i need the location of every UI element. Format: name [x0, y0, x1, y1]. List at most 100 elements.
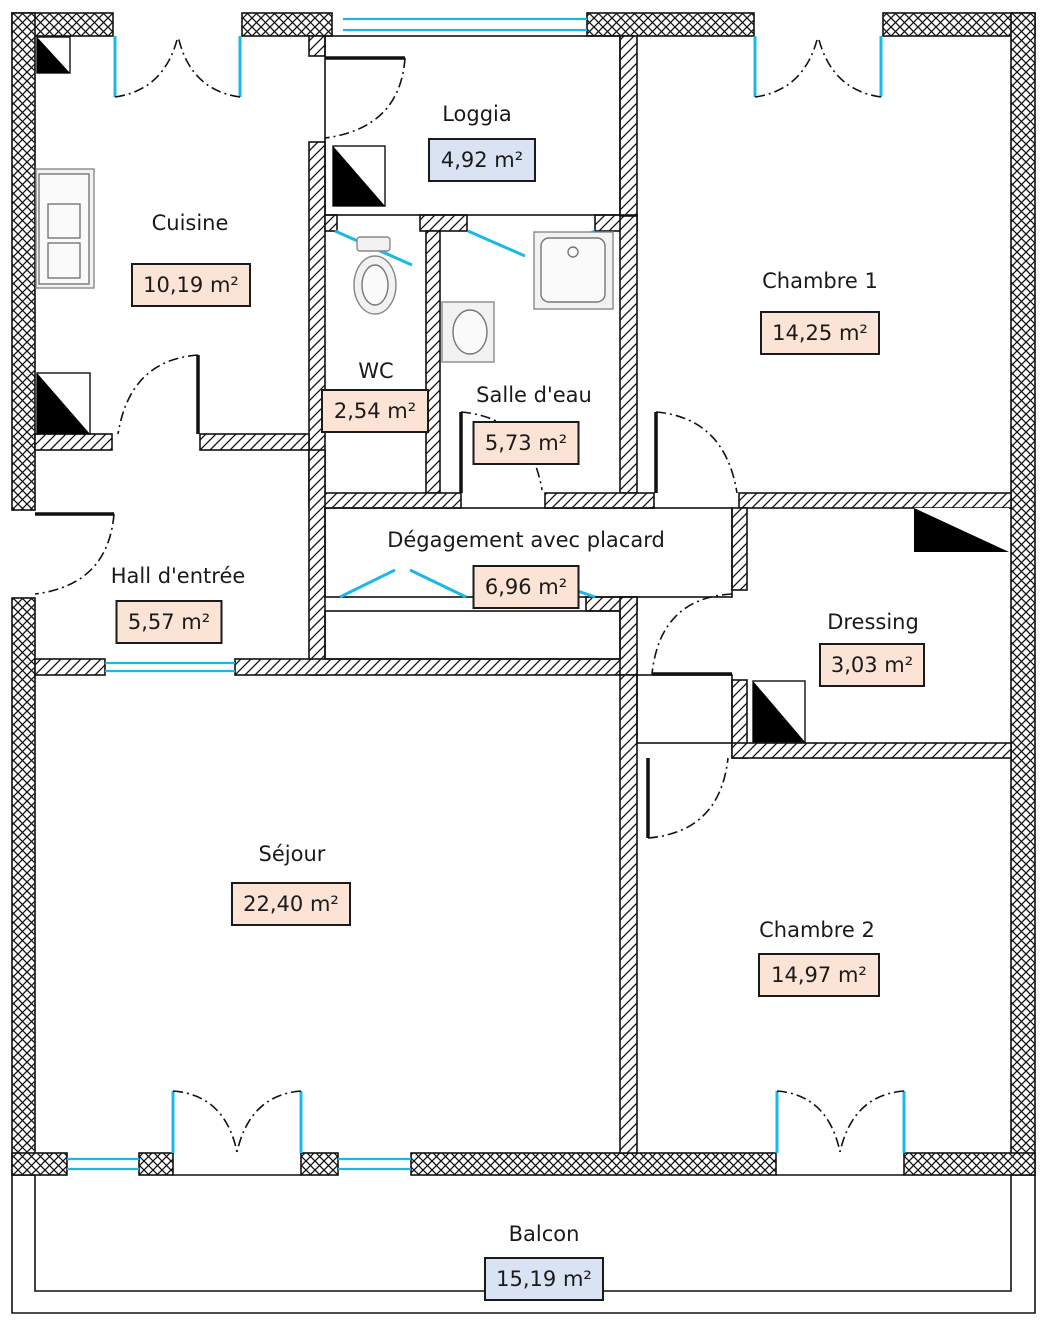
area-badge — [758, 953, 880, 997]
area-value: 6,96 m² — [485, 575, 567, 599]
duct-icon — [37, 373, 90, 434]
area-badge — [321, 389, 429, 433]
wall-int — [34, 658, 106, 676]
wall-ext-bottom-3 — [300, 1152, 339, 1176]
wall-int — [308, 449, 326, 676]
door-swing-arc — [324, 57, 406, 139]
room-name: Chambre 2 — [759, 918, 875, 942]
area-badge — [428, 138, 536, 182]
wall-int — [199, 433, 310, 451]
wall-ext-bottom-5 — [903, 1152, 1036, 1176]
area-badge — [115, 600, 223, 644]
room-chambre1: Chambre 114,25 m² — [760, 269, 880, 355]
room-chambre2: Chambre 2 14,97 m² — [758, 918, 880, 997]
area-value: 3,03 m² — [831, 653, 913, 677]
washbasin-bowl — [452, 309, 488, 355]
duct-icon — [37, 37, 70, 73]
duct-icon — [333, 146, 385, 206]
area-value: 2,54 m² — [334, 399, 416, 423]
wall-int — [731, 507, 748, 591]
room-sejour: Séjour 22,40 m² — [231, 842, 351, 926]
placard-outline — [324, 610, 621, 660]
fixtures — [35, 168, 614, 363]
wall-int — [34, 433, 113, 451]
windows — [67, 17, 587, 1171]
room-salle-deau: Salle d'eau 5,73 m² — [472, 383, 592, 465]
door-shower — [467, 229, 526, 258]
room-wc: WC 2,54 m² — [321, 359, 429, 433]
room-degagement: Dégagement avec placard 6,96 m² — [387, 528, 665, 609]
wall-int — [308, 35, 326, 57]
area-badge — [472, 565, 580, 609]
wall-int — [324, 214, 338, 232]
room-name: Dressing — [827, 610, 919, 634]
room-name: Séjour — [259, 842, 326, 866]
doors — [34, 56, 738, 839]
wall-int — [619, 674, 638, 1154]
area-value: 15,19 m² — [496, 1267, 592, 1291]
wall-int — [738, 492, 1012, 509]
room-cuisine: Cuisine 10,19 m² — [131, 211, 251, 307]
door-swing-arc — [817, 35, 882, 98]
room-name: Salle d'eau — [476, 383, 592, 407]
wall-ext-bottom-4 — [410, 1152, 777, 1176]
wall-int — [619, 215, 638, 494]
wall-int — [619, 35, 638, 217]
area-badge — [819, 643, 925, 687]
door-swing-arc — [114, 35, 179, 98]
area-badge — [472, 421, 580, 465]
balcony-outer-line — [11, 1175, 1036, 1314]
passage-outline — [636, 674, 733, 744]
room-name: Cuisine — [152, 211, 229, 235]
wall-int — [308, 492, 462, 509]
room-name: WC — [358, 359, 393, 383]
area-value: 14,97 m² — [771, 963, 867, 987]
room-hall: Hall d'entrée 5,57 m² — [111, 564, 246, 644]
wall-int — [544, 492, 655, 509]
wall-int — [619, 596, 638, 676]
area-badge — [131, 263, 251, 307]
room-name: Chambre 1 — [762, 269, 878, 293]
loggia-outline — [324, 35, 621, 216]
area-value: 4,92 m² — [441, 148, 523, 172]
room-name: Hall d'entrée — [111, 564, 246, 588]
area-badge — [231, 882, 351, 926]
toilet-bowl — [361, 264, 389, 306]
wall-ext-right — [1010, 12, 1036, 1176]
duct-icon-mask — [914, 508, 1009, 552]
room-name: Loggia — [442, 102, 512, 126]
wall-ext-left-2 — [11, 597, 36, 1176]
wall-int — [308, 141, 326, 501]
ducts — [36, 36, 1009, 743]
shower-drain — [567, 246, 579, 258]
wall-int — [425, 230, 441, 494]
door-swing-arc — [647, 757, 729, 839]
room-dressing: Dressing 3,03 m² — [819, 610, 925, 687]
area-value: 22,40 m² — [243, 892, 339, 916]
area-badge — [760, 311, 880, 355]
wall-ext-top-3 — [586, 12, 755, 37]
door-swing-arc — [117, 354, 199, 435]
shower-tray — [540, 237, 606, 303]
wall-int — [419, 214, 468, 232]
door-swing-arc — [776, 1090, 841, 1153]
kitchen-sink-basin — [47, 203, 81, 239]
area-value: 5,73 m² — [485, 431, 567, 455]
placard-door-2 — [409, 568, 467, 599]
door-swing-arc — [839, 1090, 905, 1153]
interior-walls — [34, 35, 1012, 1154]
door-swing-arc — [236, 1090, 302, 1153]
room-name: Dégagement avec placard — [387, 528, 665, 552]
wall-ext-left-1 — [11, 12, 36, 511]
door-swing-arc — [651, 593, 733, 675]
door-swing-arc — [655, 411, 738, 494]
kitchen-sink-basin — [47, 242, 81, 279]
area-value: 10,19 m² — [143, 273, 239, 297]
room-loggia: Loggia 4,92 m² — [428, 102, 536, 182]
area-value: 5,57 m² — [128, 610, 210, 634]
door-swing-arc — [172, 1090, 238, 1153]
door-swing-arc — [34, 513, 115, 595]
wall-ext-bottom-2 — [138, 1152, 174, 1176]
